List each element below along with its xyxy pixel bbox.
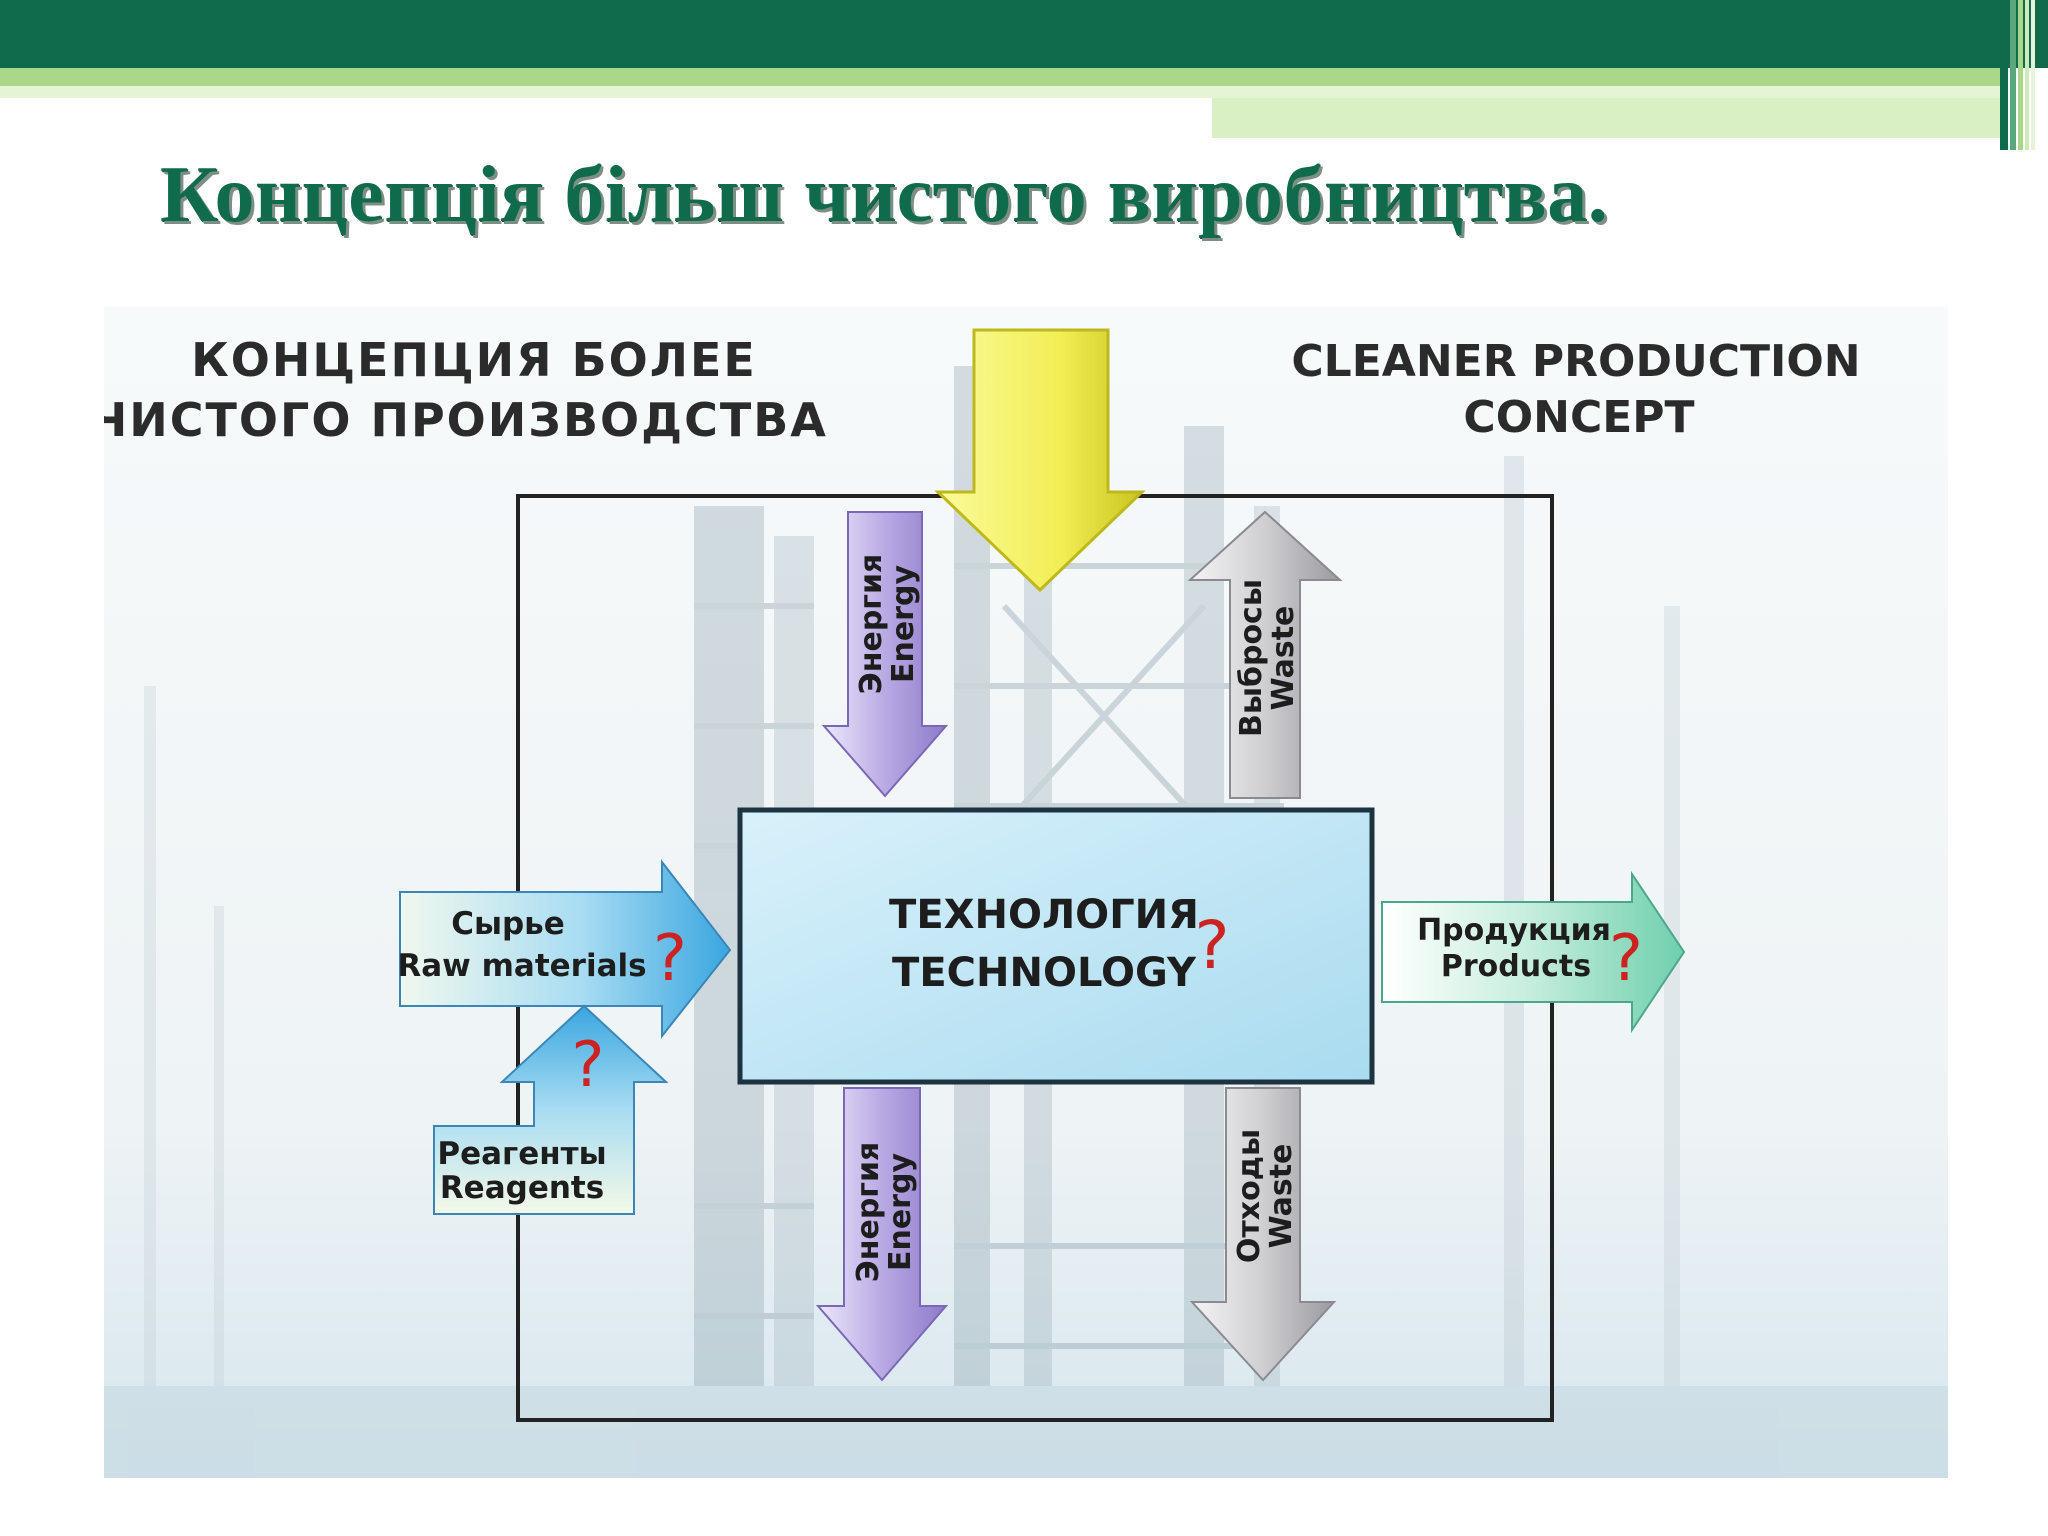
reagents-question-mark: ? <box>572 1028 605 1101</box>
accent-stripe-right <box>1212 98 2002 138</box>
technology-en: TECHNOLOGY <box>892 950 1197 996</box>
reagents-en: Reagents <box>440 1170 604 1206</box>
header-english: CLEANER PRODUCTION CONCEPT <box>1291 336 1860 443</box>
technology-question-mark: ? <box>1194 907 1229 984</box>
accent-stripe-light <box>0 86 2000 98</box>
svg-text:Energy: Energy <box>886 565 921 683</box>
products-arrow <box>1381 870 1686 1034</box>
svg-text:Энергия: Энергия <box>851 1142 886 1283</box>
slide-title: Концепція більш чистого виробництва. <box>160 151 1609 239</box>
cleaner-production-diagram: КОНЦЕПЦИЯ БОЛЕЕ ЧИСТОГО ПРОИЗВОДСТВА CLE… <box>104 306 1948 1478</box>
svg-text:Отходы: Отходы <box>1232 1129 1267 1263</box>
products-en: Products <box>1441 949 1591 984</box>
header-russian: КОНЦЕПЦИЯ БОЛЕЕ ЧИСТОГО ПРОИЗВОДСТВА <box>104 333 828 447</box>
waste-out-arrow <box>1189 1087 1337 1382</box>
emissions-out-arrow <box>1187 510 1343 799</box>
energy-out-arrow <box>815 1087 949 1382</box>
raw-materials-question-mark: ? <box>653 922 687 996</box>
svg-text:Waste: Waste <box>1264 1144 1299 1249</box>
reagents-arrow <box>433 1004 669 1215</box>
reagents-ru: Реагенты <box>437 1136 606 1172</box>
header-en-line1: CLEANER PRODUCTION <box>1291 336 1860 387</box>
raw-materials-en: Raw materials <box>397 948 646 984</box>
yellow-input-arrow <box>934 328 1146 593</box>
svg-text:Энергия: Энергия <box>854 554 889 695</box>
raw-materials-ru: Сырье <box>451 906 565 942</box>
svg-text:Waste: Waste <box>1266 606 1301 711</box>
emissions-label: Выбросы Waste <box>1234 579 1301 737</box>
accent-stripe <box>0 68 2000 86</box>
energy-in-arrow <box>821 511 949 798</box>
top-accent-bar <box>0 0 2048 68</box>
header-ru-line2: ЧИСТОГО ПРОИЗВОДСТВА <box>104 393 828 447</box>
decorative-bars <box>2000 0 2048 150</box>
technology-box <box>737 807 1375 1085</box>
products-question-mark: ? <box>1609 922 1643 996</box>
svg-text:Выбросы: Выбросы <box>1234 579 1269 737</box>
energy-in-label: Энергия Energy <box>854 554 921 695</box>
waste-out-label: Отходы Waste <box>1232 1129 1299 1263</box>
raw-materials-arrow <box>399 859 732 1039</box>
header-en-line2: CONCEPT <box>1463 392 1694 443</box>
products-ru: Продукция <box>1417 913 1611 948</box>
energy-out-label: Энергия Energy <box>851 1142 918 1283</box>
technology-ru: ТЕХНОЛОГИЯ <box>889 892 1199 938</box>
svg-text:Energy: Energy <box>883 1153 918 1271</box>
header-ru-line1: КОНЦЕПЦИЯ БОЛЕЕ <box>191 333 757 387</box>
